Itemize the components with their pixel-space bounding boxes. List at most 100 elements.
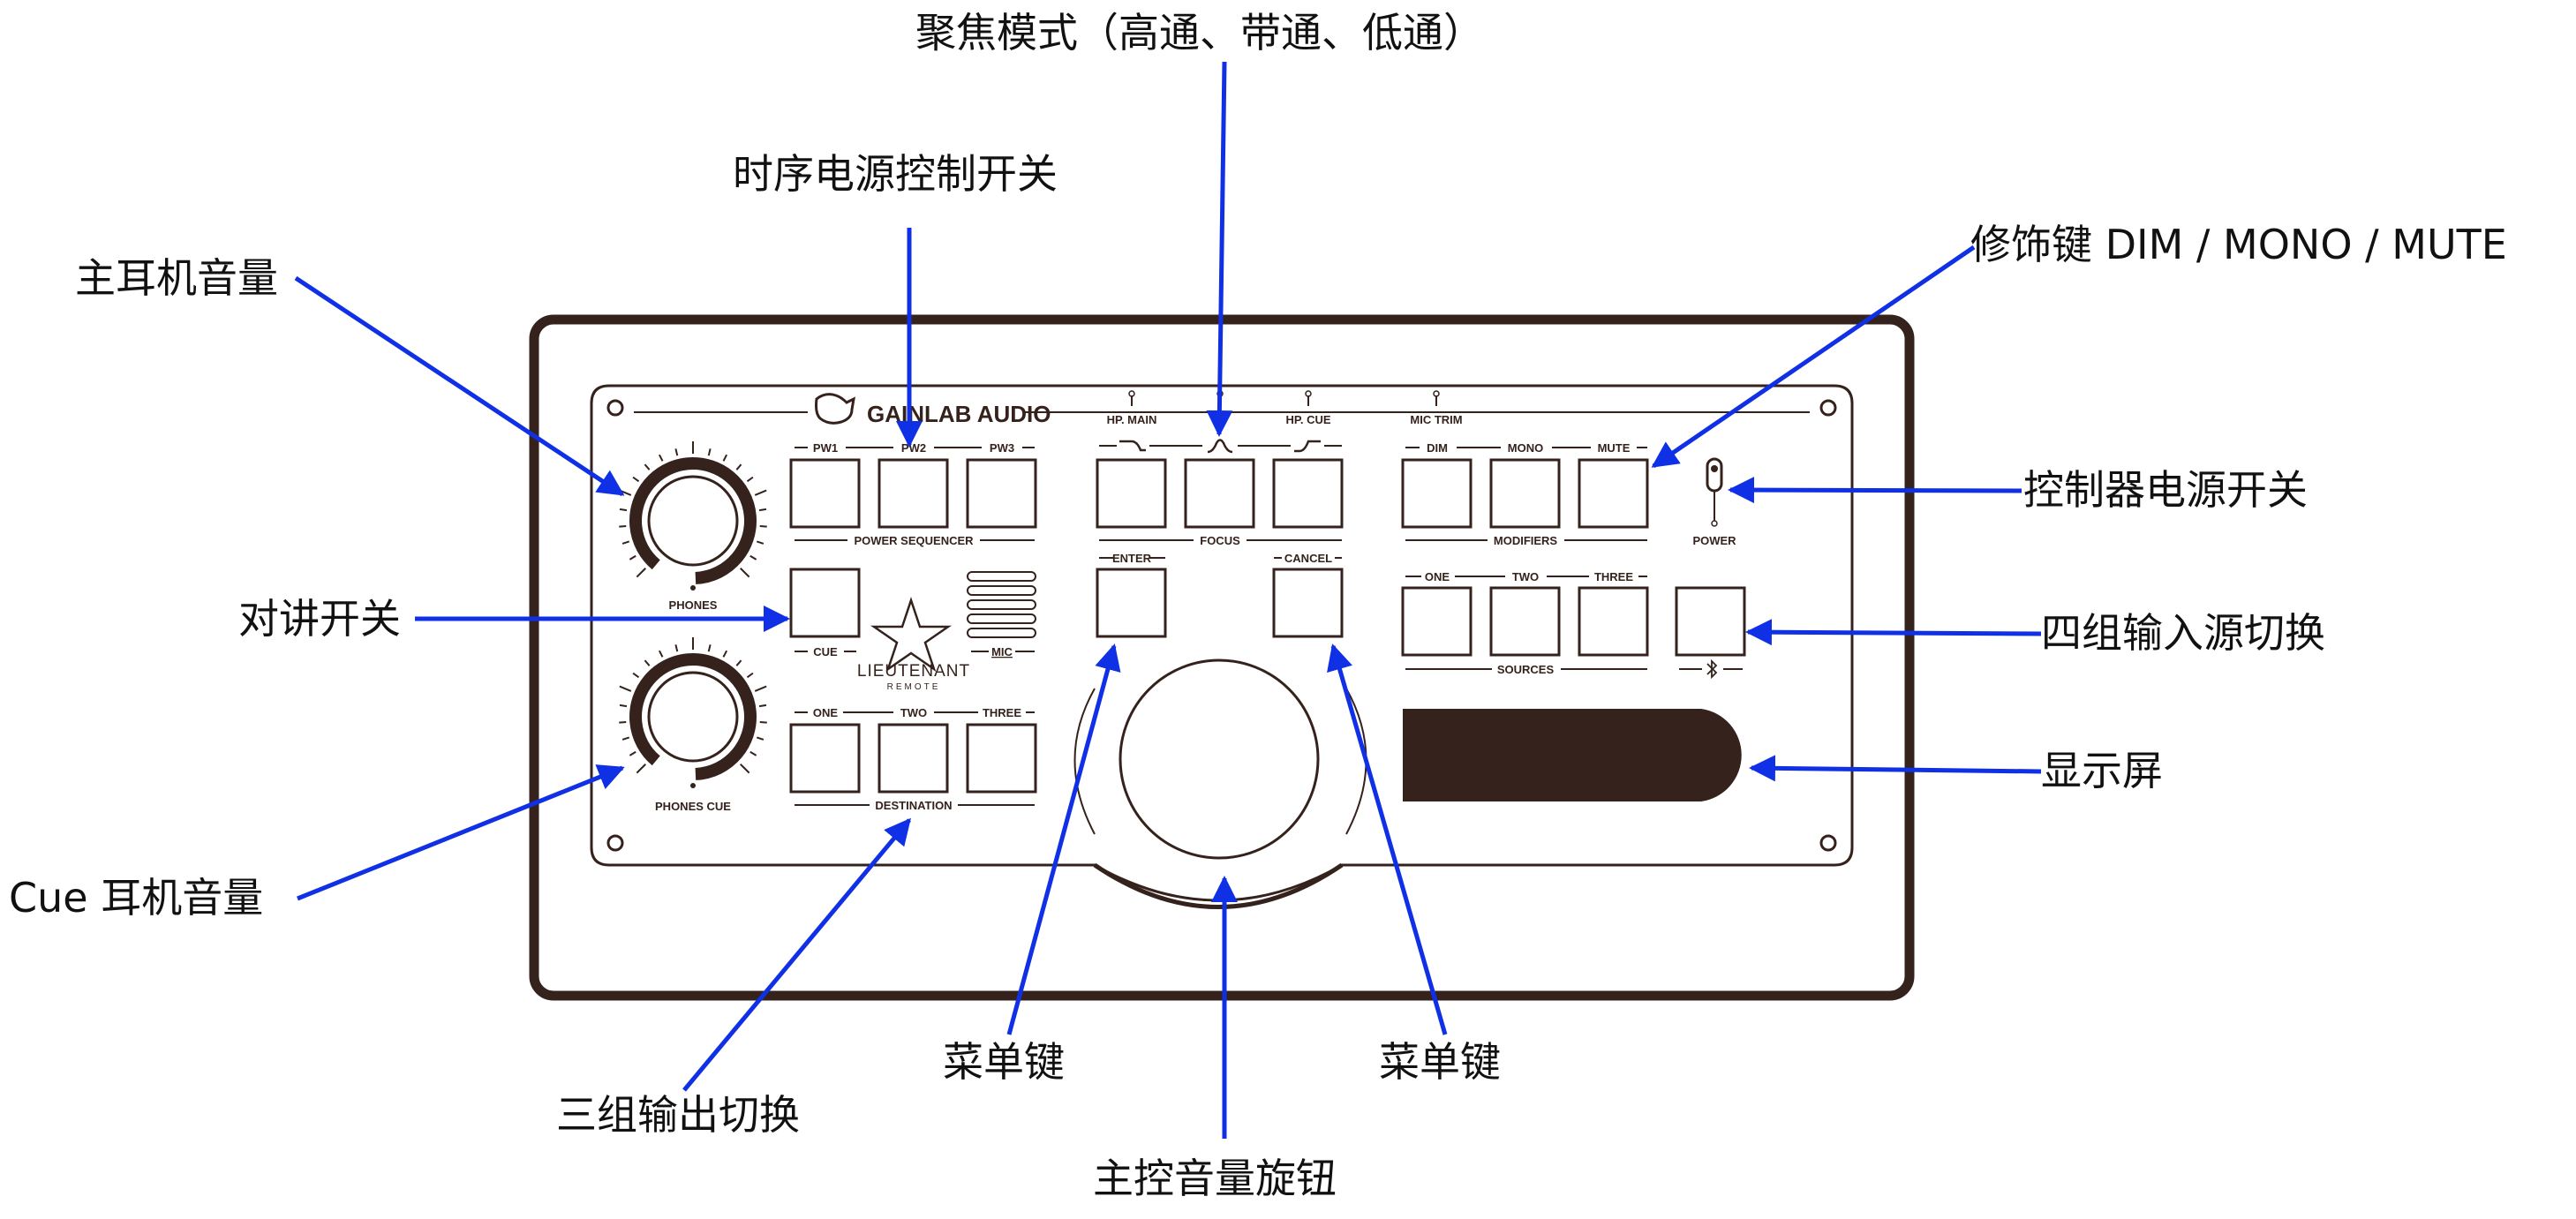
- focus-band-pass-button[interactable]: [1184, 458, 1255, 529]
- phones-knob-scale: [619, 441, 767, 578]
- knob-tick: [621, 540, 630, 545]
- knob-tick: [756, 736, 765, 741]
- destination-two-label: TWO: [900, 706, 927, 719]
- knob-tick: [707, 448, 712, 456]
- dim-label: DIM: [1427, 441, 1448, 455]
- knob-tick: [746, 476, 754, 483]
- callout-controller-power-switch: 控制器电源开关: [2023, 466, 2308, 514]
- phones-label: PHONES: [669, 598, 718, 612]
- knob-tick: [754, 489, 767, 496]
- knob-arc-left: [1073, 688, 1096, 835]
- mute-label: MUTE: [1598, 441, 1631, 455]
- callout-master-volume-knob: 主控音量旋钮: [1093, 1155, 1337, 1202]
- mono-button[interactable]: [1489, 458, 1561, 529]
- product-sub: REMOTE: [887, 682, 941, 692]
- screw-bottom-right: [1819, 834, 1837, 852]
- knob-tick: [644, 463, 651, 470]
- destination-label: DESTINATION: [875, 799, 952, 812]
- screw-top-left: [606, 399, 624, 417]
- knob-tick: [759, 524, 767, 528]
- callout-display: 显示屏: [2041, 747, 2163, 794]
- destination-one-label: ONE: [813, 706, 839, 719]
- focus-label: FOCUS: [1200, 534, 1240, 547]
- power-switch[interactable]: [1706, 457, 1723, 527]
- callout-power-sequencer-switch: 时序电源控制开关: [733, 150, 1058, 198]
- knob-tick: [644, 659, 651, 666]
- knob-tick: [735, 659, 742, 666]
- knob-tick: [658, 454, 664, 462]
- knob-tick: [749, 554, 757, 561]
- cue-button[interactable]: [789, 568, 861, 638]
- cue-label: CUE: [813, 645, 838, 658]
- focus-high-pass-button[interactable]: [1272, 458, 1344, 529]
- destination-two-button[interactable]: [877, 723, 949, 794]
- knob-tick: [619, 704, 628, 708]
- low-pass-icon: [1119, 440, 1146, 452]
- focus-group: HP. MAIN HP. CUE FOCUS: [1096, 390, 1344, 547]
- arrow-main-headphone: [294, 275, 625, 497]
- mic-label: MIC: [991, 645, 1013, 658]
- focus-low-pass-button[interactable]: [1096, 458, 1167, 529]
- screw-bottom-left: [606, 834, 624, 852]
- knob-tick: [722, 454, 728, 462]
- knob-tick: [758, 508, 767, 512]
- callout-input-source-switch: 四组输入源切换: [2041, 609, 2325, 657]
- mic-trim-label: MIC TRIM: [1410, 413, 1462, 426]
- source-three-button[interactable]: [1578, 586, 1649, 657]
- logo-text: GAINLAB AUDIO: [867, 401, 1051, 427]
- band-pass-icon: [1207, 439, 1233, 454]
- hp-main-label: HP. MAIN: [1107, 413, 1157, 426]
- callout-menu-key-right: 菜单键: [1379, 1038, 1501, 1086]
- modifiers-group: DIM MONO MUTE MODIFIERS: [1401, 441, 1649, 547]
- bluetooth-source-button[interactable]: [1675, 586, 1746, 657]
- brand-logo: GAINLAB AUDIO: [815, 393, 1051, 427]
- lieutenant-logo: LIEUTENANT REMOTE: [857, 597, 970, 692]
- modifiers-label: MODIFIERS: [1494, 534, 1558, 547]
- high-pass-icon: [1294, 440, 1321, 453]
- dim-button[interactable]: [1401, 458, 1473, 529]
- callout-cue-headphone-volume: Cue 耳机音量: [9, 874, 264, 922]
- source-three-label: THREE: [1594, 570, 1633, 583]
- callout-menu-key-left: 菜单键: [943, 1038, 1065, 1086]
- arrow-modifiers: [1651, 245, 1976, 469]
- destination-three-label: THREE: [983, 706, 1021, 719]
- knob-tick: [632, 672, 640, 679]
- pw3-label: PW3: [990, 441, 1014, 455]
- pw1-button[interactable]: [789, 458, 861, 529]
- knob-tick: [619, 524, 627, 528]
- mute-button[interactable]: [1578, 458, 1649, 529]
- callout-main-headphone-volume: 主耳机音量: [75, 254, 278, 302]
- knob-tick: [674, 644, 679, 652]
- phones-cue-knob[interactable]: [612, 636, 773, 797]
- knob-tick: [740, 568, 750, 578]
- master-volume-knob[interactable]: [1119, 658, 1320, 860]
- phones-knob[interactable]: [612, 440, 773, 601]
- logo-mark-icon: [815, 393, 855, 425]
- destination-three-button[interactable]: [966, 723, 1037, 794]
- arrow-power-switch: [1728, 477, 2022, 504]
- knob-tick: [674, 448, 679, 456]
- pw2-label: PW2: [901, 441, 926, 455]
- cancel-button[interactable]: [1272, 568, 1344, 638]
- callout-arrows: [294, 61, 2042, 1139]
- knob-tick: [749, 750, 757, 756]
- knob-base-arc: [1093, 862, 1344, 909]
- source-one-button[interactable]: [1401, 586, 1473, 657]
- pw2-button[interactable]: [877, 458, 949, 529]
- source-two-label: TWO: [1512, 570, 1539, 583]
- bluetooth-icon: [1706, 658, 1718, 680]
- destination-one-button[interactable]: [789, 723, 861, 794]
- knob-tick: [754, 685, 767, 692]
- arrow-menu-left: [1006, 643, 1121, 1035]
- knob-tick: [722, 650, 728, 658]
- pw3-button[interactable]: [966, 458, 1037, 529]
- knob-tick: [629, 554, 636, 561]
- product-name: LIEUTENANT: [857, 662, 970, 681]
- star-icon: [870, 597, 953, 673]
- mic-grille: [967, 571, 1036, 638]
- cancel-label: CANCEL: [1284, 552, 1332, 565]
- enter-button[interactable]: [1096, 568, 1167, 638]
- source-two-button[interactable]: [1489, 586, 1561, 657]
- arrow-menu-right: [1327, 643, 1448, 1035]
